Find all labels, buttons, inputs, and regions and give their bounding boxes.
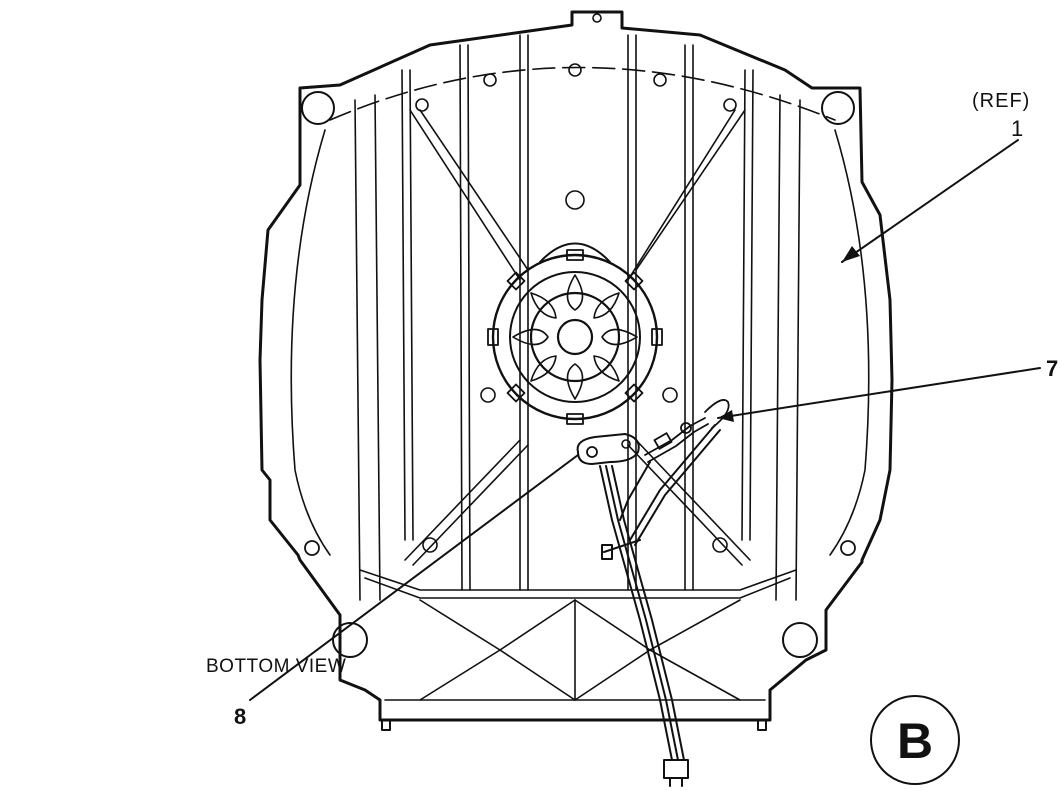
reference-note: (REF) xyxy=(972,90,1031,112)
callout-1: 1 xyxy=(1011,116,1024,141)
callout-8: 8 xyxy=(234,704,247,729)
callout-7: 7 xyxy=(1046,356,1059,381)
hub-mid-ring xyxy=(509,271,641,403)
leader-arrow-7 xyxy=(718,410,734,422)
leader-arrow-1 xyxy=(842,246,860,262)
view-badge: B xyxy=(870,695,960,785)
view-label: BOTTOM VIEW xyxy=(206,656,347,677)
inner-rim xyxy=(329,66,836,121)
cable-plug xyxy=(663,759,689,787)
feet xyxy=(381,719,767,731)
cable-tie xyxy=(601,539,641,560)
cable-harness xyxy=(599,424,721,761)
sensor-bracket-hole xyxy=(586,446,598,458)
ledge-ribs xyxy=(359,569,797,701)
hub-outer-ring xyxy=(491,253,659,421)
leader-lines xyxy=(249,139,1041,701)
view-badge-letter: B xyxy=(896,713,934,769)
hub-center xyxy=(556,318,594,356)
bottom-bracing xyxy=(419,599,741,701)
housing-outline xyxy=(258,10,894,722)
sensor-bracket-hole-2 xyxy=(621,439,631,449)
inner-rim-right xyxy=(829,129,870,556)
sensor-bracket xyxy=(576,433,640,465)
corner-boss-top-left xyxy=(301,91,335,125)
hub-petals xyxy=(512,274,638,400)
vertical-ribs xyxy=(354,34,801,601)
rib-slots xyxy=(415,63,737,553)
top-tab-hole xyxy=(592,13,602,23)
diagonal-bracing xyxy=(404,109,751,566)
corner-boss-top-right xyxy=(821,91,855,125)
hub-cap xyxy=(539,242,611,263)
hub-inner-ring xyxy=(529,291,621,383)
corner-boss-bottom-left xyxy=(332,622,368,658)
sensor-connector xyxy=(644,399,730,463)
corner-boss-bottom-right xyxy=(782,622,818,658)
inner-rim-left xyxy=(290,129,331,556)
hub-teeth xyxy=(487,249,663,425)
mount-hole-left xyxy=(304,540,320,556)
mount-hole-right xyxy=(840,540,856,556)
